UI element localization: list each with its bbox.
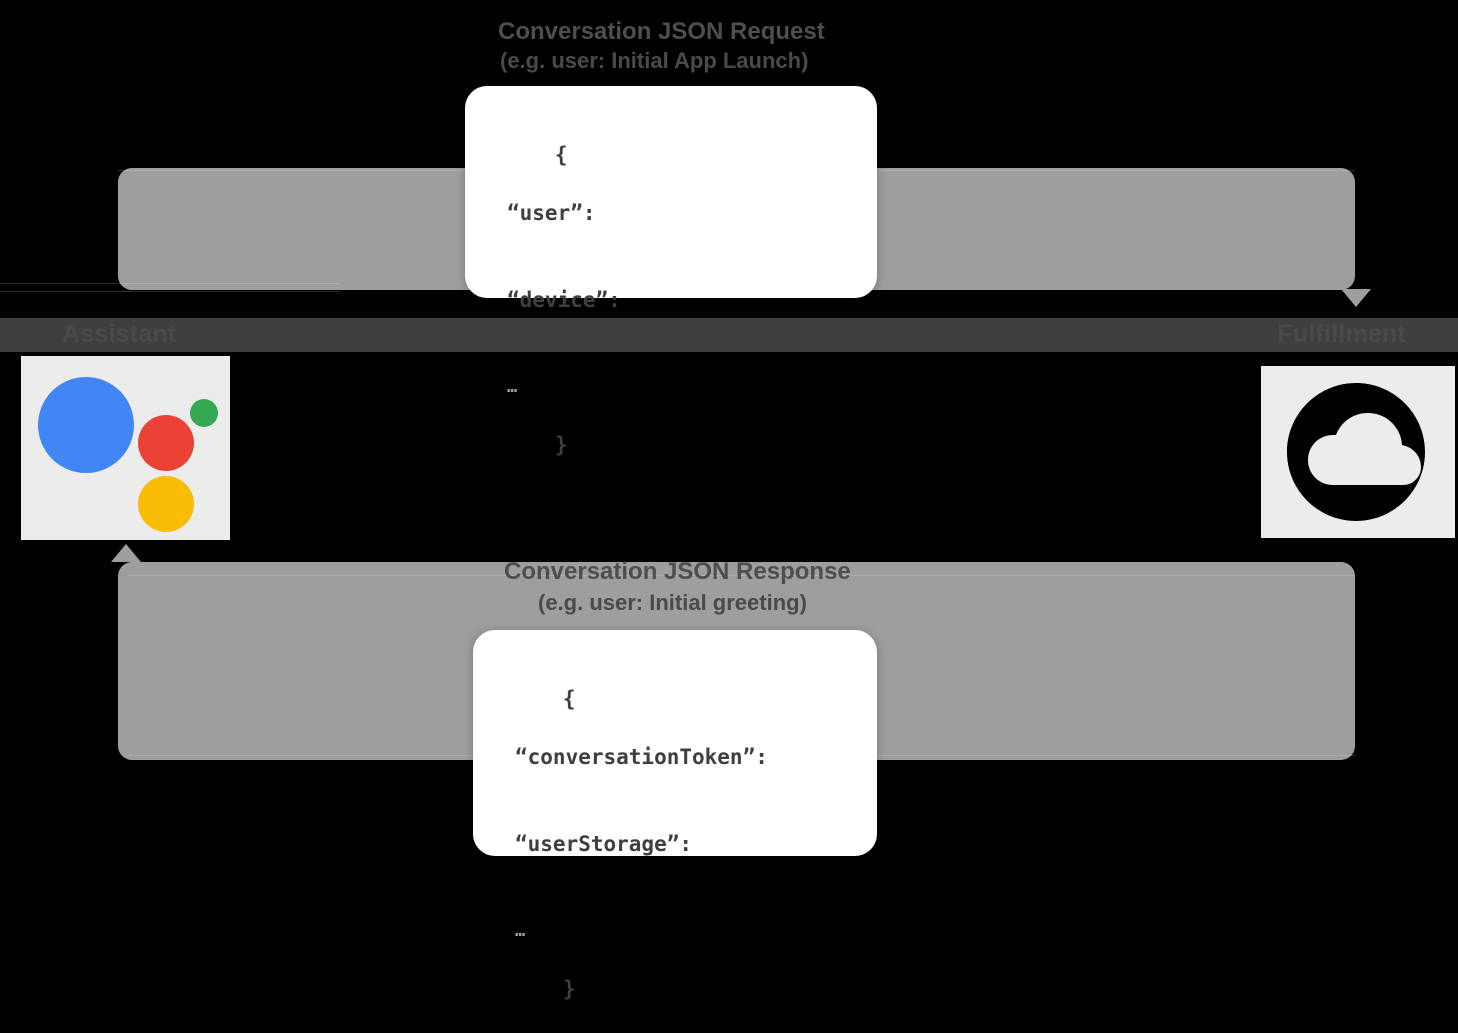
center-divider-band xyxy=(0,318,1458,352)
request-json-body: { “user”: “device”: … } xyxy=(465,86,877,489)
request-title: Conversation JSON Request xyxy=(498,18,825,45)
json-key-user-storage: “userStorage”: xyxy=(515,832,693,856)
band-rule xyxy=(0,283,340,284)
response-subtitle: (e.g. user: Initial greeting) xyxy=(538,590,807,615)
json-open-brace: { xyxy=(562,687,576,711)
response-title: Conversation JSON Response xyxy=(504,558,851,585)
assistant-blue-dot-icon xyxy=(38,377,134,473)
band-rule xyxy=(128,575,1355,576)
assistant-red-dot-icon xyxy=(138,415,194,471)
response-json-card[interactable]: { “conversationToken”: “userStorage”: … … xyxy=(473,630,877,1001)
response-json-body: { “conversationToken”: “userStorage”: … … xyxy=(473,630,877,1033)
request-subtitle: (e.g. user: Initial App Launch) xyxy=(500,48,809,73)
json-ellipsis: … xyxy=(515,921,526,941)
band-rule xyxy=(0,291,340,292)
json-key-user: “user”: xyxy=(507,201,596,225)
json-open-brace: { xyxy=(554,143,568,167)
json-close-brace: } xyxy=(554,433,568,457)
json-key-conversation-token: “conversationToken”: xyxy=(515,745,768,769)
arrow-down-icon xyxy=(1341,289,1371,307)
fulfillment-label: Fulfillment xyxy=(1277,320,1406,348)
cloud-icon xyxy=(1287,383,1425,521)
json-ellipsis: … xyxy=(507,377,518,397)
diagram-canvas: Conversation JSON Request (e.g. user: In… xyxy=(0,18,1458,1001)
json-close-brace: } xyxy=(562,977,576,1001)
assistant-yellow-dot-icon xyxy=(138,476,194,532)
json-key-device: “device”: xyxy=(507,288,621,312)
assistant-green-dot-icon xyxy=(190,399,218,427)
arrow-up-icon xyxy=(111,544,141,562)
request-json-card[interactable]: { “user”: “device”: … } xyxy=(465,86,877,457)
assistant-label: Assistant xyxy=(62,320,177,348)
